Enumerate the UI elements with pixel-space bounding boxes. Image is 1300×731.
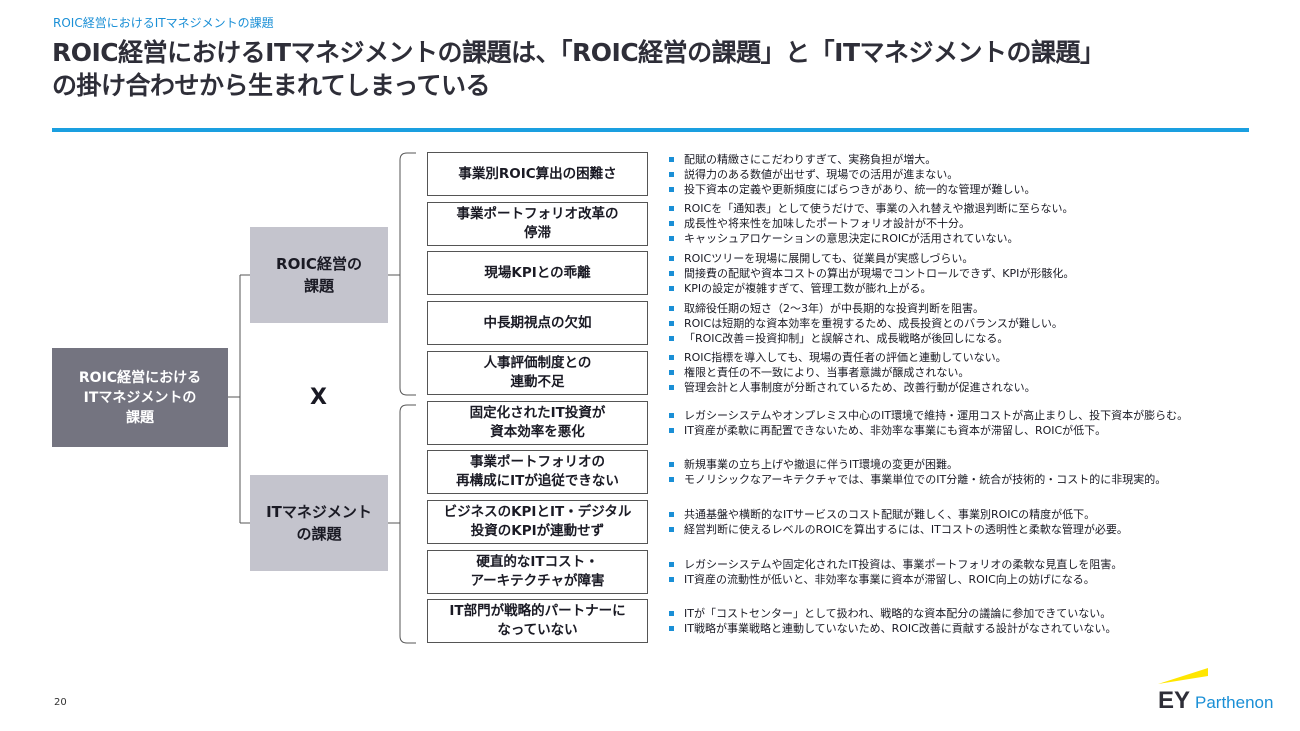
- bullet-item: レガシーシステムや固定化されたIT投資は、事業ポートフォリオの柔軟な見直しを阻害…: [668, 557, 1268, 572]
- bullet-item: 経営判断に使えるレベルのROICを算出するには、ITコストの透明性と柔軟な管理が…: [668, 522, 1268, 537]
- category-roic-management: ROIC経営の 課題: [250, 227, 388, 323]
- root-topic-box: ROIC経営における ITマネジメントの 課題: [52, 348, 228, 447]
- title-divider: [52, 128, 1249, 132]
- issue-bullets: 取締役任期の短さ（2～3年）が中長期的な投資判断を阻害。ROICは短期的な資本効…: [668, 301, 1268, 345]
- bullet-item: 間接費の配賦や資本コストの算出が現場でコントロールできず、KPIが形骸化。: [668, 266, 1268, 281]
- bullet-item: ROICを「通知表」として使うだけで、事業の入れ替えや撤退判断に至らない。: [668, 201, 1268, 216]
- issue-box: 人事評価制度との 連動不足: [427, 350, 648, 395]
- cross-symbol: X: [310, 385, 327, 410]
- bullet-item: 共通基盤や横断的なITサービスのコスト配賦が難しく、事業別ROICの精度が低下。: [668, 507, 1268, 522]
- logo-ey: EY: [1158, 687, 1190, 713]
- bullet-item: 「ROIC改善＝投資抑制」と誤解され、成長戦略が後回しになる。: [668, 331, 1268, 346]
- bullet-item: ROICツリーを現場に展開しても、従業員が実感しづらい。: [668, 251, 1268, 266]
- issue-box: 中長期視点の欠如: [427, 301, 648, 346]
- issue-bullets: レガシーシステムや固定化されたIT投資は、事業ポートフォリオの柔軟な見直しを阻害…: [668, 550, 1268, 594]
- issue-box: ビジネスのKPIとIT・デジタル 投資のKPIが連動せず: [427, 499, 648, 544]
- bullet-item: ROICは短期的な資本効率を重視するため、成長投資とのバランスが難しい。: [668, 316, 1268, 331]
- issue-box: 現場KPIとの乖離: [427, 251, 648, 296]
- bullet-item: ROIC指標を導入しても、現場の責任者の評価と連動していない。: [668, 350, 1268, 365]
- page-title: ROIC経営におけるITマネジメントの課題は、「ROIC経営の課題」と「ITマネ…: [52, 38, 1105, 100]
- issue-box: 硬直的なITコスト・ アーキテクチャが障害: [427, 549, 648, 594]
- issue-box: 事業ポートフォリオ改革の 停滞: [427, 201, 648, 246]
- issue-bullets: 新規事業の立ち上げや撤退に伴うIT環境の変更が困難。モノリシックなアーキテクチャ…: [668, 450, 1268, 494]
- issue-box: IT部門が戦略的パートナーに なっていない: [427, 599, 648, 644]
- issue-bullets: ROICを「通知表」として使うだけで、事業の入れ替えや撤退判断に至らない。成長性…: [668, 202, 1268, 246]
- bullet-item: 管理会計と人事制度が分断されているため、改善行動が促進されない。: [668, 380, 1268, 395]
- issue-bullets: ITが「コストセンター」として扱われ、戦略的な資本配分の議論に参加できていない。…: [668, 599, 1268, 643]
- bullet-item: 投下資本の定義や更新頻度にばらつきがあり、統一的な管理が難しい。: [668, 182, 1268, 197]
- logo-brand: Parthenon: [1195, 693, 1273, 712]
- issue-box: 事業別ROIC算出の困難さ: [427, 152, 648, 196]
- bullet-item: IT戦略が事業戦略と連動していないため、ROIC改善に貢献する設計がなされていな…: [668, 621, 1268, 636]
- issue-bullets: レガシーシステムやオンプレミス中心のIT環境で維持・運用コストが高止まりし、投下…: [668, 401, 1268, 445]
- issue-bullets: 配賦の精緻さにこだわりすぎて、実務負担が増大。説得力のある数値が出せず、現場での…: [668, 152, 1268, 196]
- category-it-management: ITマネジメント の課題: [250, 475, 388, 571]
- bullet-item: 権限と責任の不一致により、当事者意識が醸成されない。: [668, 365, 1268, 380]
- breadcrumb: ROIC経営におけるITマネジメントの課題: [53, 16, 274, 30]
- bullet-item: IT資産の流動性が低いと、非効率な事業に資本が滞留し、ROIC向上の妨げになる。: [668, 572, 1268, 587]
- ey-parthenon-logo: EY Parthenon: [1158, 668, 1278, 714]
- bullet-item: KPIの設定が複雑すぎて、管理工数が膨れ上がる。: [668, 281, 1268, 296]
- bullet-item: 説得力のある数値が出せず、現場での活用が進まない。: [668, 167, 1268, 182]
- issue-bullets: ROICツリーを現場に展開しても、従業員が実感しづらい。間接費の配賦や資本コスト…: [668, 251, 1268, 295]
- bullet-item: 取締役任期の短さ（2～3年）が中長期的な投資判断を阻害。: [668, 301, 1268, 316]
- bullet-item: モノリシックなアーキテクチャでは、事業単位でのIT分離・統合が技術的・コスト的に…: [668, 472, 1268, 487]
- bullet-item: 成長性や将来性を加味したポートフォリオ設計が不十分。: [668, 216, 1268, 231]
- bullet-item: 新規事業の立ち上げや撤退に伴うIT環境の変更が困難。: [668, 457, 1268, 472]
- page-number: 20: [54, 697, 67, 708]
- bullet-item: 配賦の精緻さにこだわりすぎて、実務負担が増大。: [668, 152, 1268, 167]
- issue-bullets: 共通基盤や横断的なITサービスのコスト配賦が難しく、事業別ROICの精度が低下。…: [668, 500, 1268, 544]
- issue-bullets: ROIC指標を導入しても、現場の責任者の評価と連動していない。権限と責任の不一致…: [668, 351, 1268, 395]
- issue-box: 事業ポートフォリオの 再構成にITが追従できない: [427, 450, 648, 495]
- bullet-item: IT資産が柔軟に再配置できないため、非効率な事業にも資本が滞留し、ROICが低下…: [668, 423, 1268, 438]
- issue-box: 固定化されたIT投資が 資本効率を悪化: [427, 400, 648, 445]
- bullet-item: キャッシュアロケーションの意思決定にROICが活用されていない。: [668, 231, 1268, 246]
- bullet-item: ITが「コストセンター」として扱われ、戦略的な資本配分の議論に参加できていない。: [668, 606, 1268, 621]
- bullet-item: レガシーシステムやオンプレミス中心のIT環境で維持・運用コストが高止まりし、投下…: [668, 408, 1268, 423]
